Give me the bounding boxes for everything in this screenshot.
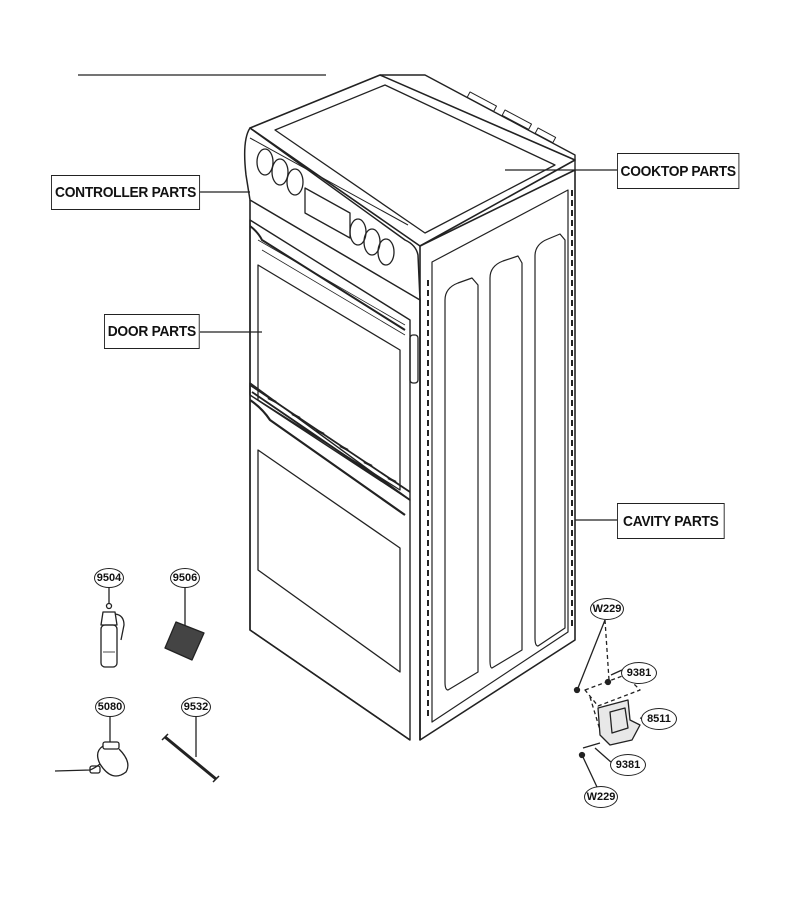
- cooktop-glass: [274, 84, 556, 234]
- side-panel: [419, 169, 576, 741]
- part-w229-top-bubble[interactable]: W229: [590, 598, 624, 620]
- cavity-parts-label[interactable]: CAVITY PARTS: [617, 503, 725, 539]
- upper-door-handle: [249, 225, 406, 331]
- part-9504-bottle: [100, 587, 125, 668]
- part-5080-cable: [54, 716, 129, 777]
- part-9506-pad: [164, 587, 205, 661]
- door-parts-label[interactable]: DOOR PARTS: [104, 314, 200, 349]
- vent-slots: [267, 397, 397, 483]
- back-vents: [466, 91, 557, 144]
- controller-parts-label[interactable]: CONTROLLER PARTS: [51, 175, 201, 210]
- cooktop-parts-label[interactable]: COOKTOP PARTS: [617, 153, 740, 189]
- part-9532-rod: [161, 716, 220, 783]
- part-9381-top-bubble[interactable]: 9381: [621, 662, 657, 684]
- part-w229-bottom-bubble[interactable]: W229: [584, 786, 618, 808]
- upper-door: [249, 219, 411, 501]
- part-9506-bubble[interactable]: 9506: [170, 568, 200, 588]
- display-window: [304, 187, 351, 239]
- side-latch: [409, 334, 419, 384]
- part-9504-bubble[interactable]: 9504: [94, 568, 124, 588]
- lower-door: [249, 382, 411, 741]
- side-ribs: [444, 233, 566, 691]
- lower-door-window: [257, 449, 401, 673]
- front-left-edge: [249, 200, 411, 741]
- lower-door-handle: [249, 399, 406, 516]
- upper-door-window: [257, 264, 401, 491]
- cooktop-surface: [249, 74, 576, 247]
- left-knobs: [256, 148, 304, 196]
- back-guard: [380, 74, 576, 170]
- part-8511-bubble[interactable]: 8511: [641, 708, 677, 730]
- right-knobs: [349, 218, 395, 266]
- side-panel-inner: [431, 189, 569, 723]
- part-9532-bubble[interactable]: 9532: [181, 697, 211, 717]
- part-9381-bottom-bubble[interactable]: 9381: [610, 754, 646, 776]
- part-5080-bubble[interactable]: 5080: [95, 697, 125, 717]
- side-edge-dashes: [427, 190, 573, 720]
